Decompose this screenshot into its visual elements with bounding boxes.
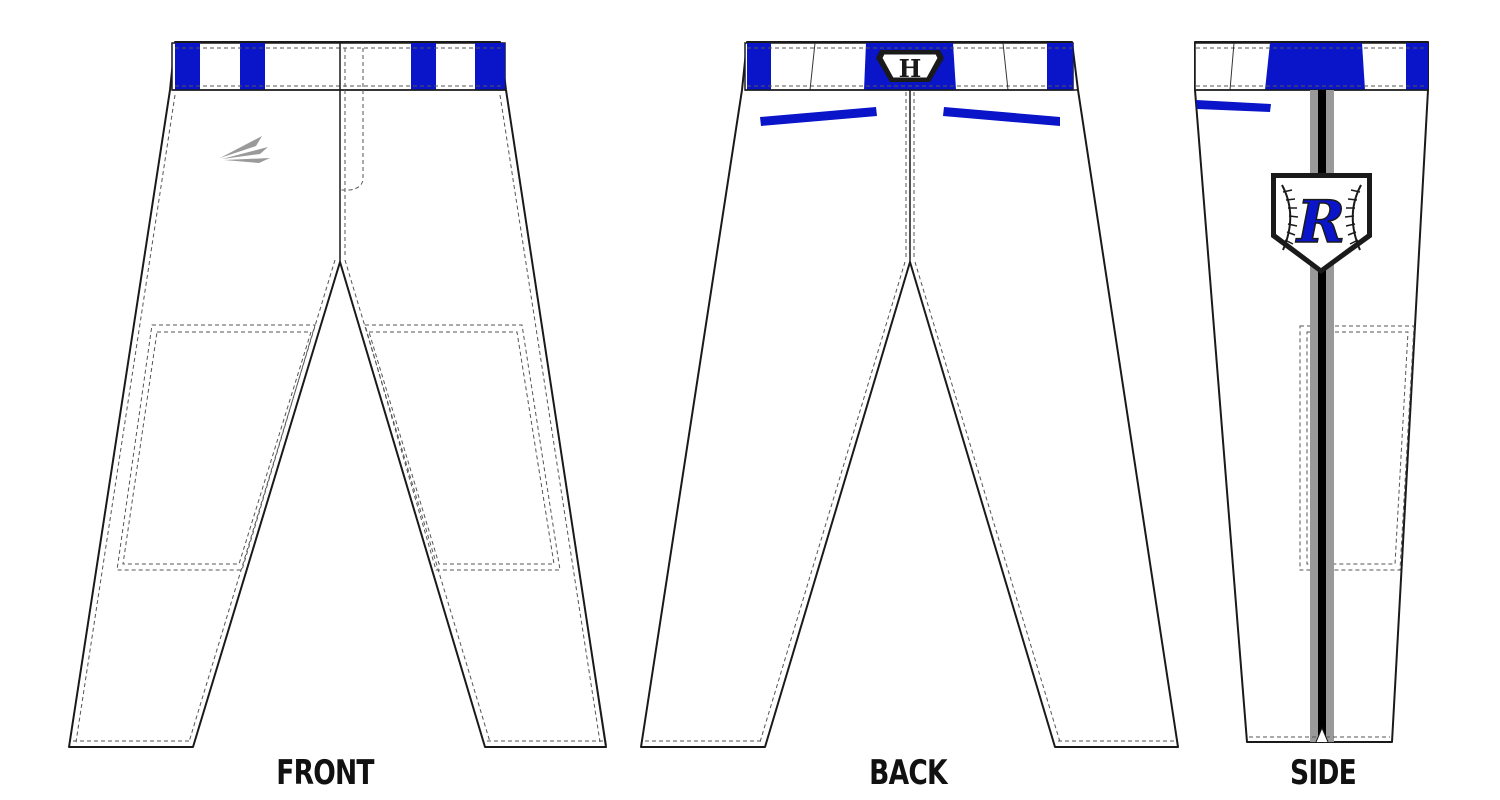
front-fly-stitch	[340, 48, 364, 191]
front-waistband	[171, 42, 506, 91]
back-view-label: BACK	[869, 753, 947, 793]
back-waistband-stripe	[747, 43, 771, 90]
front-belt-loop	[240, 43, 265, 90]
side-belt-loop-line	[1229, 42, 1235, 91]
back-belt-loop-line	[1002, 42, 1009, 91]
front-view	[68, 41, 607, 748]
back-left-pocket-welt	[760, 107, 877, 126]
side-view: R	[1194, 41, 1429, 743]
h-logo-icon: H	[876, 50, 944, 83]
side-view-label: SIDE	[1290, 753, 1357, 793]
front-pants-outline	[68, 41, 607, 748]
pants-diagram: H	[68, 41, 1429, 748]
side-waistband-panel	[1265, 43, 1365, 90]
home-plate-patch-icon: R	[1271, 173, 1372, 274]
front-left-knee-patch-inner	[122, 331, 312, 565]
side-waistband-stripe	[1406, 43, 1428, 90]
back-view: H	[640, 41, 1179, 748]
back-right-pocket-welt	[943, 107, 1060, 126]
front-waistband-stripe	[175, 43, 200, 90]
side-knee-patch-inner	[1306, 331, 1409, 565]
side-piping-black	[1318, 90, 1326, 742]
front-view-label: FRONT	[276, 753, 374, 793]
front-belt-loop	[411, 43, 436, 90]
r-logo-letter: R	[1295, 188, 1345, 256]
back-waistband-stripe	[1047, 43, 1073, 90]
side-pocket-welt	[1196, 100, 1271, 112]
front-waistband-stripe	[475, 43, 505, 90]
h-logo-letter: H	[899, 54, 922, 83]
front-right-knee-patch-inner	[368, 331, 555, 565]
trident-mark-icon	[220, 136, 270, 163]
front-left-knee-patch	[116, 324, 316, 571]
side-knee-patch	[1299, 325, 1415, 571]
side-hem-notch	[1315, 726, 1329, 743]
back-belt-loop-line	[809, 42, 816, 91]
back-pants-outline	[640, 41, 1179, 748]
